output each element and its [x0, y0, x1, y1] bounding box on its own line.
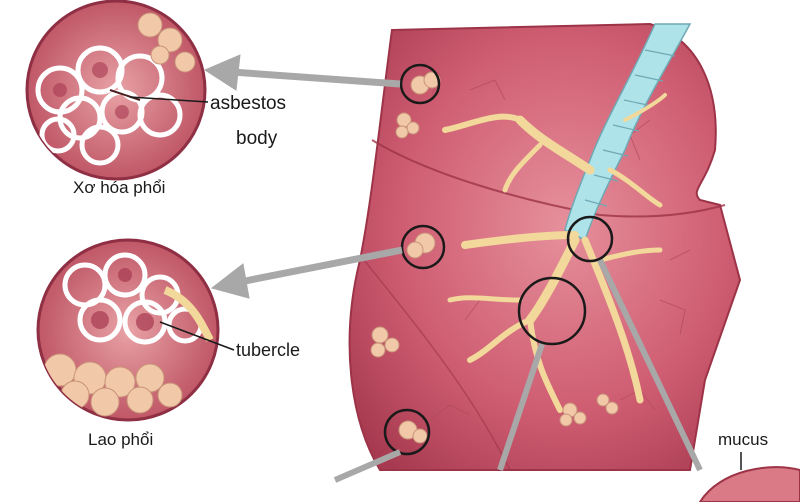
highlight-circles: [383, 63, 614, 456]
tubercle-label: tubercle: [236, 340, 301, 360]
lung-fissure-lower: [359, 254, 511, 471]
asbestos-label: asbestos: [210, 93, 287, 114]
tuberculosis-inset: [36, 238, 220, 422]
tuberculosis-caption: Lao phổi: [88, 430, 154, 449]
asbestos-label-line2: body: [236, 128, 278, 149]
lung-lobe-upper: [348, 22, 742, 471]
trachea-rings: [584, 49, 676, 207]
fibrosis-caption: Xơ hóa phổi: [73, 178, 166, 197]
mucus-label: mucus: [718, 430, 769, 449]
pointer-arrows: [203, 54, 703, 483]
asbestos-leader-line: [129, 96, 209, 103]
tubercle-leader-line: [159, 321, 235, 351]
mucus-inset-edge: [698, 466, 800, 502]
fibrosis-inset: [25, 0, 207, 181]
alveoli-clusters: [370, 71, 619, 444]
bronchial-tree: [442, 93, 667, 413]
